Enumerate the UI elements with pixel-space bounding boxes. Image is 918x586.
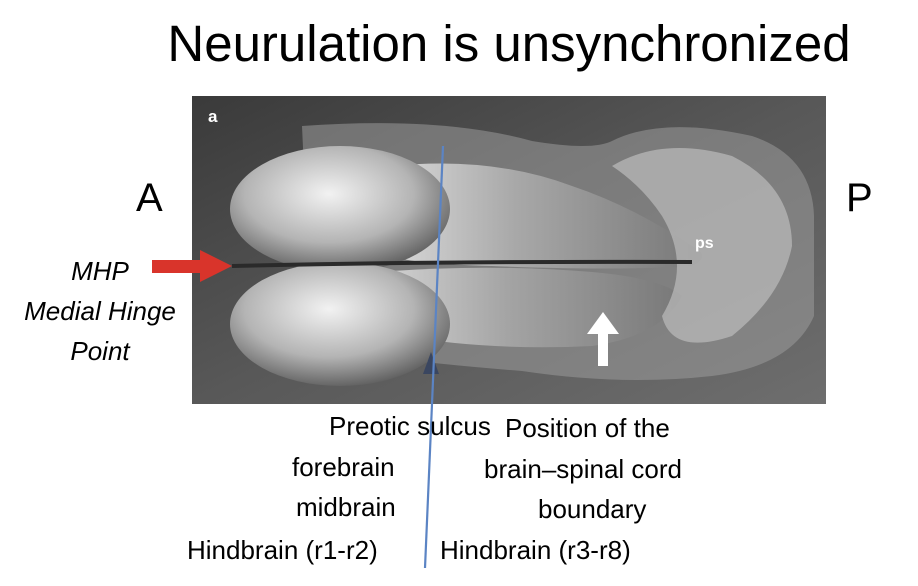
ps-label: ps: [695, 235, 714, 252]
boundary-label-line2: brain–spinal cord: [484, 454, 683, 484]
anterior-label: A: [136, 176, 163, 220]
hindbrain-r3-r8-label: Hindbrain (r3-r8): [440, 535, 631, 565]
mhp-label-line2: Point: [70, 336, 130, 366]
hindbrain-r1-r2-label: Hindbrain (r1-r2): [187, 535, 378, 565]
posterior-label: P: [846, 176, 873, 220]
preotic-sulcus-label: Preotic sulcus: [329, 411, 491, 441]
forebrain-label: forebrain: [292, 452, 395, 482]
boundary-label-line1: Position of the: [505, 413, 670, 443]
boundary-label-line3: boundary: [538, 494, 647, 524]
mhp-label-line1: Medial Hinge: [24, 296, 176, 326]
slide-title: Neurulation is unsynchronized: [167, 15, 851, 72]
panel-label: a: [208, 107, 218, 126]
mhp-abbr: MHP: [71, 256, 129, 286]
embryo-micrograph: a ps: [192, 96, 826, 404]
midbrain-label: midbrain: [296, 492, 396, 522]
